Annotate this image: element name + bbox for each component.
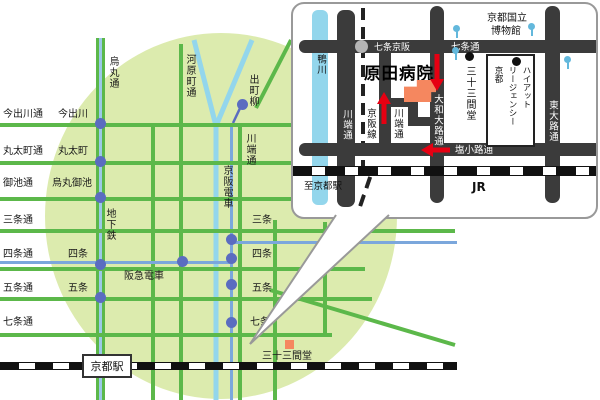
street-label-kawabata-dori-main: 川端通 <box>244 133 255 166</box>
street-label-oike-dori: 御池通 <box>3 178 33 189</box>
hospital-name-title: 原田病院 <box>364 64 434 83</box>
rail-label-subway: 地下鉄 <box>104 208 115 241</box>
sanjusangendo-dot <box>465 52 474 61</box>
kawabata-dori-west-road <box>337 10 355 207</box>
street-label-imadegawa-dori: 今出川通 <box>3 109 43 120</box>
station-label-sanjo-keihan: 三条 <box>252 215 272 226</box>
shichijo-keihan-station-circle <box>355 40 368 53</box>
shichijo-dori-road-inset <box>299 40 596 53</box>
station-label-gojo-keihan: 五条 <box>252 283 272 294</box>
kyoto-station-box: 京都駅 <box>82 354 132 378</box>
shichijo-dori-road-main <box>0 333 332 337</box>
station-dot-tozai-east <box>325 235 336 246</box>
hankyu-line <box>0 261 231 264</box>
station-label-shijo-subway: 四条 <box>68 249 88 260</box>
station-dot-sanjo-keihan <box>226 234 237 245</box>
kawabata-west-label: 川端通 <box>341 109 352 141</box>
sanjusangendo-label-inset: 三十三間堂 <box>464 66 475 121</box>
street-label-marutamachi-dori: 丸太町通 <box>3 146 43 157</box>
sanjusangendo-marker-main <box>285 340 294 349</box>
street-label-shijo-dori: 四条通 <box>3 249 33 260</box>
station-dot-imadegawa <box>95 118 106 129</box>
station-label-marutamachi: 丸太町 <box>58 146 88 157</box>
shichijo-dori-label: 七条通 <box>451 42 480 53</box>
traffic-signal-icon <box>528 23 535 36</box>
keihan-line-label: 京阪線 <box>365 108 376 140</box>
hotel-line-1: ハイアット <box>521 66 531 109</box>
shichijo-keihan-station-label: 七条京阪 <box>374 43 411 53</box>
traffic-signal-icon <box>564 56 571 69</box>
detail-inset-bubble: 鴨川 JR 至京都駅 七条京阪 七条通 塩小路通 川端通 京阪線 川端通 大和大… <box>291 2 598 219</box>
gojo-dori-road <box>0 297 372 301</box>
oike-dori-road <box>0 197 291 201</box>
karasuma-dori-road-with-subway <box>96 38 105 400</box>
access-road-upper <box>385 98 418 107</box>
street-label-sanjo-dori: 三条通 <box>3 215 33 226</box>
hyatt-regency-label: ハイアット リージェンシー 京都 <box>489 66 533 144</box>
station-dot-gojo-keihan <box>226 279 237 290</box>
imadegawa-dori-road <box>0 123 291 127</box>
station-dot-kawaramachi-hankyu <box>177 256 188 267</box>
station-dot-shijo-keihan <box>226 253 237 264</box>
keihan-line-dashed <box>361 8 365 168</box>
kamo-river-label: 鴨川 <box>315 54 326 75</box>
access-road-vertical <box>408 98 418 126</box>
station-dot-shichijo-keihan <box>226 317 237 328</box>
station-label-gojo-subway: 五条 <box>68 283 88 294</box>
street-label-kawaramachi-dori: 河原町通 <box>184 54 195 98</box>
street-label-karasuma-dori: 烏丸通 <box>107 56 118 89</box>
station-label-shichijo-keihan-main: 七条 <box>250 317 270 328</box>
museum-label-line1: 京都国立 <box>487 13 527 24</box>
vertical-road-unnamed-2 <box>273 220 277 400</box>
yamato-oji-label: 大和大路通 <box>432 94 443 147</box>
station-dot-gojo-subway <box>95 292 106 303</box>
higashioji-label: 東大路通 <box>547 100 558 142</box>
station-dot-marutamachi <box>95 156 106 167</box>
jr-line-inset <box>293 166 596 176</box>
rail-label-hankyu: 阪急電車 <box>124 271 164 282</box>
station-label-imadegawa: 今出川 <box>58 109 88 120</box>
station-label-demachiyanagi: 出町柳 <box>247 74 258 107</box>
hyatt-regency-dot <box>512 57 521 66</box>
station-dot-shijo-subway <box>95 259 106 270</box>
to-kyoto-station-label: 至京都駅 <box>304 181 343 192</box>
hyatt-regency-block <box>486 54 535 147</box>
street-label-shichijo-dori: 七条通 <box>3 317 33 328</box>
sanjo-dori-road <box>0 229 455 233</box>
station-dot-demachiyanagi <box>237 99 248 110</box>
kamo-river-inset <box>312 10 328 205</box>
kyoto-station-label: 京都駅 <box>90 360 124 373</box>
kawaramachi-dori-road <box>179 44 183 400</box>
shijo-dori-road <box>0 267 365 271</box>
jr-label: JR <box>472 180 486 194</box>
station-label-karasuma-oike: 烏丸御池 <box>52 178 92 189</box>
jr-line-main <box>0 362 457 370</box>
traffic-signal-icon <box>452 47 459 60</box>
access-road-lower <box>413 117 437 126</box>
sanjusangendo-label-main: 三十三間堂 <box>262 351 312 362</box>
traffic-signal-icon <box>453 25 460 38</box>
hotel-line-3: 京都 <box>493 66 503 83</box>
hotel-line-2: リージェンシー <box>507 66 517 126</box>
station-dot-karasuma-oike <box>95 192 106 203</box>
shiokoji-dori-label: 塩小路通 <box>455 145 494 156</box>
tozai-subway-line <box>233 241 457 244</box>
shiokoji-dori-road <box>299 143 596 156</box>
rail-label-keihan: 京阪電車 <box>221 165 232 209</box>
station-label-shijo-keihan: 四条 <box>252 249 272 260</box>
museum-label-line2: 博物館 <box>491 26 521 37</box>
marutamachi-dori-road <box>0 161 291 165</box>
keihan-line-dashed-south <box>357 176 373 208</box>
kawabata-east-label: 川端通 <box>392 108 403 140</box>
kawabata-dori-road-main <box>238 123 242 400</box>
street-label-gojo-dori: 五条通 <box>3 283 33 294</box>
